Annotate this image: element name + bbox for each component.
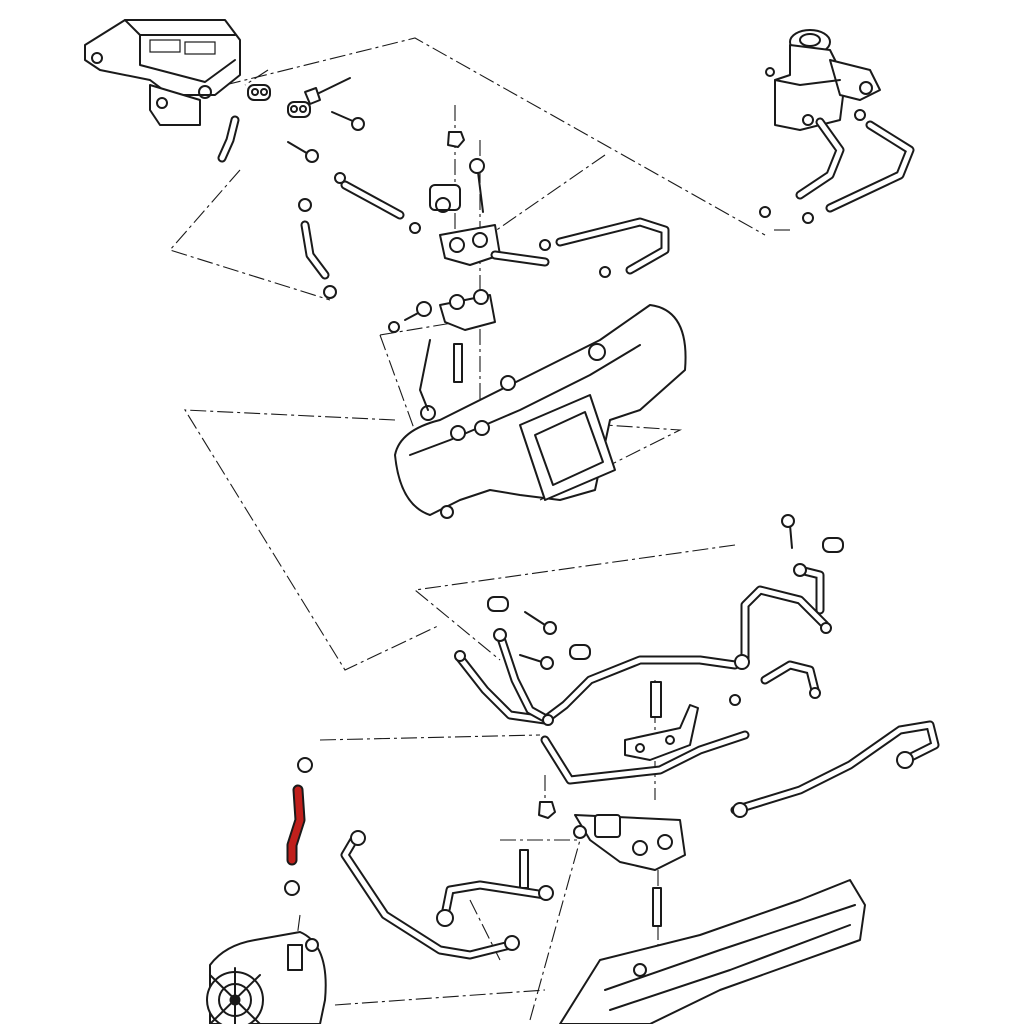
alternator xyxy=(206,931,327,1024)
fuel-pipe-assembly xyxy=(340,563,940,960)
hose-clamp xyxy=(298,109,866,299)
pipe-bracket xyxy=(624,704,699,761)
vacuum-hose xyxy=(217,115,915,280)
control-module-bracket xyxy=(84,19,241,126)
vacuum-valve-assembly xyxy=(765,29,881,131)
intake-manifold xyxy=(394,304,687,519)
pipe-junction-block xyxy=(573,814,686,871)
pipe-junction-block xyxy=(429,184,550,331)
stud xyxy=(453,343,662,927)
bolt xyxy=(287,77,795,670)
manifold-gasket xyxy=(519,394,616,501)
highlighted-hose[interactable] xyxy=(284,757,313,896)
cylinder-head-cover xyxy=(559,879,866,1024)
washer xyxy=(247,84,844,660)
